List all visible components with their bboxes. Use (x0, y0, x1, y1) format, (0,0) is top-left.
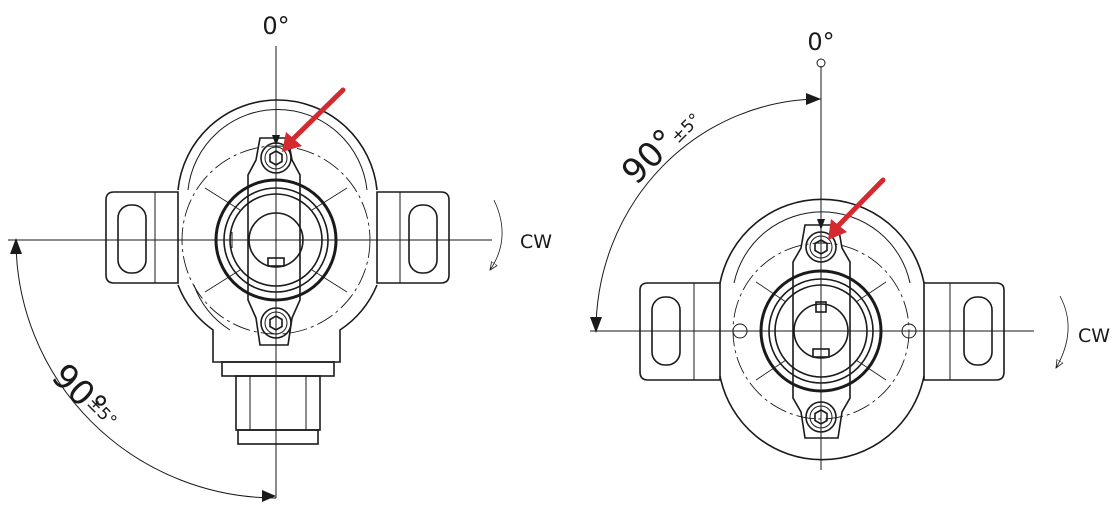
left-connector (221, 361, 335, 445)
right-rotation-label: CW (1078, 325, 1110, 347)
left-ear-slot-left (117, 204, 147, 274)
right-ear-left (639, 282, 721, 381)
left-ear-right (376, 191, 450, 284)
right-ear-right (923, 282, 1005, 381)
left-red-indicator-arrow (282, 87, 346, 152)
right-encoder-housing (639, 198, 1005, 461)
right-angle-dimension-arc (595, 98, 822, 332)
left-ear-left (105, 191, 179, 284)
left-encoder-housing (105, 99, 450, 445)
left-angle-dimension-arc (15, 239, 277, 499)
right-encoder-view (590, 58, 1069, 470)
left-ear-slot-right (408, 204, 438, 274)
right-zero-label: 0° (807, 28, 834, 56)
right-red-indicator-arrow (828, 177, 886, 240)
right-cw-arrow (1056, 295, 1069, 368)
left-zero-label: 0° (262, 12, 289, 40)
left-cw-arrow (490, 199, 503, 270)
left-encoder-view (8, 46, 503, 502)
left-rotation-label: CW (520, 231, 552, 253)
